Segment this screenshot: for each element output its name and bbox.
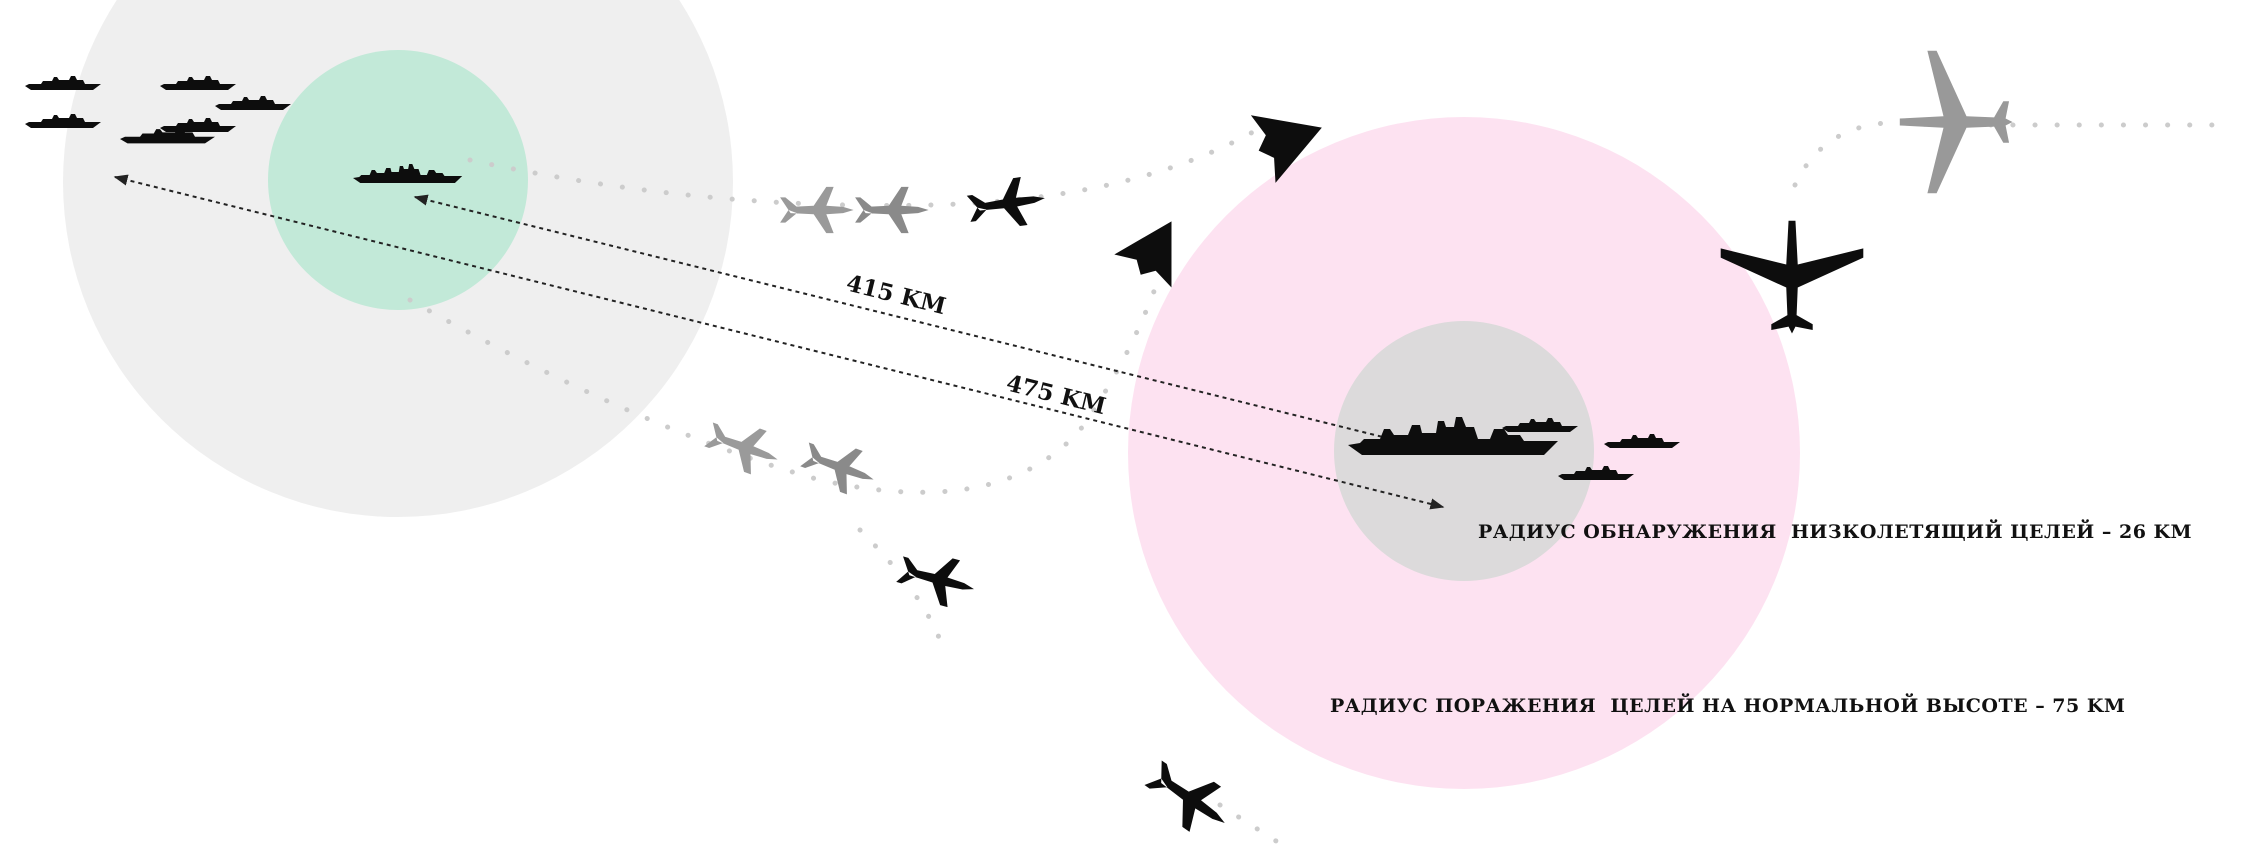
fighter-jet-icon [780,186,854,234]
fighter-jet-icon [1137,750,1241,846]
fighter-jet-icon [855,186,929,234]
low-altitude-detection-radius-label: РАДИУС ОБНАРУЖЕНИЯ НИЗКОЛЕТЯЩИЙ ЦЕЛЕЙ – … [1478,519,2192,543]
trail-upper [467,122,1268,208]
trail-top-right [1792,120,2218,188]
trail-bottom [857,527,943,643]
zones [63,0,1800,789]
distance-label-475: 475 KM [1004,370,1109,421]
fighter-jet-icon [700,412,786,482]
normal-altitude-engagement-radius-label: РАДИУС ПОРАЖЕНИЯ ЦЕЛЕЙ НА НОРМАЛЬНОЙ ВЫС… [1330,693,2125,717]
distance-label-415: 415 KM [844,270,949,321]
distance-lines [113,174,1445,510]
fighter-jet-icon [796,432,882,502]
bomber-aircraft-icon [1899,50,2013,194]
fighter-jet-icon [965,174,1049,233]
trail-bottom-right [1217,802,1293,853]
fighter-jet-icon [893,545,981,613]
flight-trails [407,120,2218,853]
